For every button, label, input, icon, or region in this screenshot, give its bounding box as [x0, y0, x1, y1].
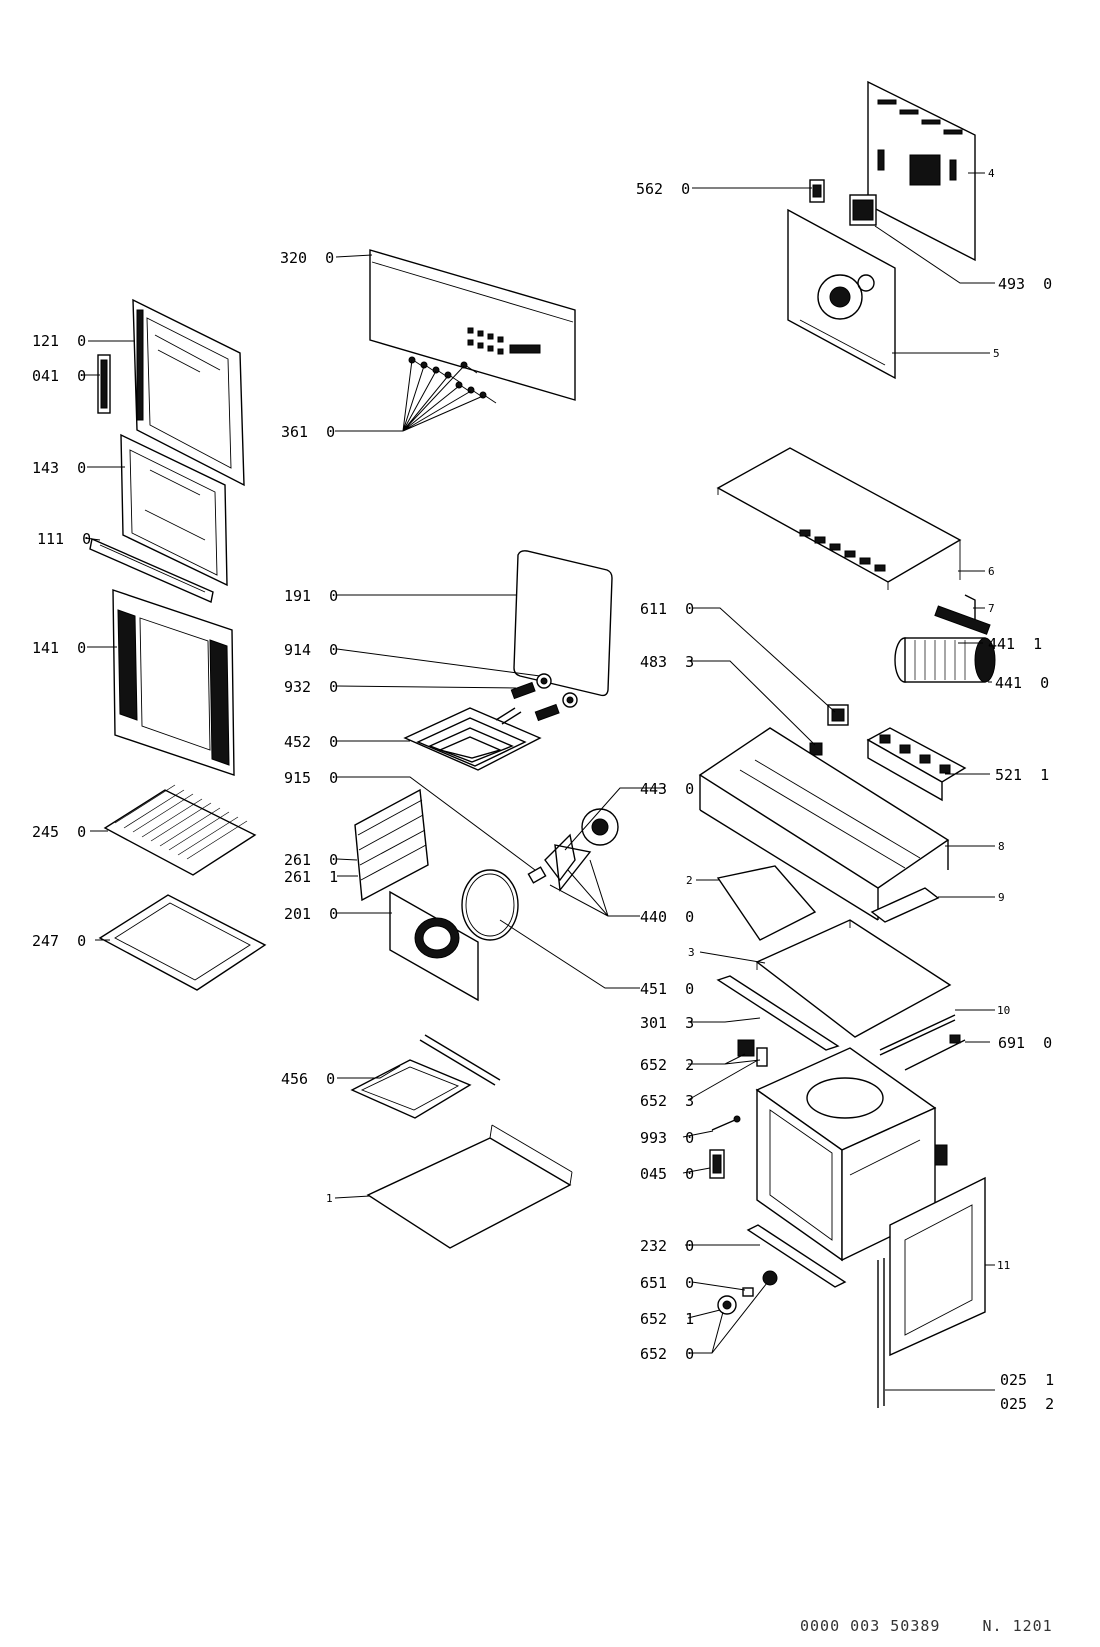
- part-labels: 562 0 320 0 4 493 0 121 0 041 0 5 361 0 …: [32, 167, 1054, 1413]
- part-245-wire-rack: [103, 784, 257, 876]
- part-201-rear-panel: [389, 890, 479, 1002]
- diagram-footer: 0000 003 50389 N. 1201: [800, 1617, 1053, 1635]
- label-440: 440 0: [640, 908, 694, 926]
- part-451-ring-element: [461, 869, 519, 941]
- part-1-bottom-plate: [366, 1124, 573, 1249]
- part-914-932-nuts: [510, 673, 578, 722]
- label-441-1: 441 1: [988, 635, 1042, 653]
- label-025-1: 025 1: [1000, 1371, 1054, 1389]
- label-201: 201 0: [284, 905, 338, 923]
- part-5-back-wall: [787, 208, 896, 380]
- label-10: 10: [997, 1004, 1010, 1017]
- part-6-top-panel: [716, 447, 962, 590]
- label-483: 483 3: [640, 653, 694, 671]
- label-320: 320 0: [280, 249, 334, 267]
- part-143-inner-glass: [120, 433, 228, 587]
- label-143: 143 0: [32, 459, 86, 477]
- part-10-rod: [879, 1014, 956, 1056]
- part-521-terminal-block: [866, 727, 967, 802]
- label-456: 456 0: [281, 1070, 335, 1088]
- part-261-side-rails: [354, 788, 429, 902]
- part-691-sensor: [904, 1034, 966, 1071]
- leader-lines: [82, 172, 995, 1391]
- label-025-2: 025 2: [1000, 1395, 1054, 1413]
- label-652-2: 652 2: [640, 1056, 694, 1074]
- label-141: 141 0: [32, 639, 86, 657]
- label-451: 451 0: [640, 980, 694, 998]
- part-2-side-bracket: [716, 865, 817, 941]
- part-045-latch: [709, 1149, 725, 1179]
- label-521: 521 1: [995, 766, 1049, 784]
- label-652-0: 652 0: [640, 1345, 694, 1363]
- label-301: 301 3: [640, 1014, 694, 1032]
- part-652-switch: [737, 1039, 768, 1067]
- label-261-0: 261 0: [284, 851, 338, 869]
- part-483-connector: [809, 742, 823, 756]
- label-493: 493 0: [998, 275, 1052, 293]
- part-452-heating-element: [403, 707, 542, 771]
- part-041-hinge: [97, 354, 111, 414]
- label-691: 691 0: [998, 1034, 1052, 1052]
- label-932: 932 0: [284, 678, 338, 696]
- label-11: 11: [997, 1259, 1010, 1272]
- part-232-bottom-trim: [746, 1224, 847, 1288]
- label-651: 651 0: [640, 1274, 694, 1292]
- label-914: 914 0: [284, 641, 338, 659]
- label-361: 361 0: [281, 423, 335, 441]
- label-247: 247 0: [32, 932, 86, 950]
- part-493-switch: [849, 194, 877, 226]
- label-8: 8: [998, 840, 1005, 853]
- label-2: 2: [686, 874, 693, 887]
- label-9: 9: [998, 891, 1005, 904]
- part-141-outer-door: [112, 589, 235, 776]
- label-232: 232 0: [640, 1237, 694, 1255]
- part-443-440-fan: [527, 808, 619, 892]
- part-4-rear-cover: [867, 80, 976, 262]
- part-651-652-knobs: [717, 1270, 778, 1315]
- label-6: 6: [988, 565, 995, 578]
- part-11-side-panel: [877, 1176, 986, 1408]
- part-121-door-frame: [132, 298, 245, 487]
- label-041: 041 0: [32, 367, 86, 385]
- label-111: 111 0: [37, 530, 91, 548]
- label-452: 452 0: [284, 733, 338, 751]
- label-993: 993 0: [640, 1129, 694, 1147]
- part-562-bracket: [809, 179, 825, 203]
- part-993-screw: [711, 1115, 741, 1131]
- label-652-3: 652 3: [640, 1092, 694, 1110]
- label-245: 245 0: [32, 823, 86, 841]
- label-443: 443 0: [640, 780, 694, 798]
- label-611: 611 0: [640, 600, 694, 618]
- part-247-baking-tray: [98, 894, 267, 991]
- part-441-fan-motor: [894, 605, 996, 683]
- label-121: 121 0: [32, 332, 86, 350]
- label-5: 5: [993, 347, 1000, 360]
- part-301-bracket-strip: [716, 975, 840, 1051]
- label-191: 191 0: [284, 587, 338, 605]
- label-562: 562 0: [636, 180, 690, 198]
- part-9-strip: [870, 887, 940, 923]
- label-441-0: 441 0: [995, 674, 1049, 692]
- part-3-top-plate: [755, 919, 952, 1038]
- footer-code: 0000 003 50389: [800, 1617, 941, 1635]
- label-261-1: 261 1: [284, 868, 338, 886]
- label-7: 7: [988, 602, 995, 615]
- label-652-1: 652 1: [640, 1310, 694, 1328]
- part-111-door-trim: [89, 538, 214, 603]
- part-191-door-gasket: [513, 550, 613, 697]
- label-045: 045 0: [640, 1165, 694, 1183]
- label-915: 915 0: [284, 769, 338, 787]
- label-1: 1: [326, 1192, 333, 1205]
- part-456-lower-element: [350, 1034, 501, 1119]
- label-4: 4: [988, 167, 995, 180]
- footer-number: N. 1201: [982, 1617, 1053, 1635]
- label-3: 3: [688, 946, 695, 959]
- part-320-control-panel: [369, 249, 576, 401]
